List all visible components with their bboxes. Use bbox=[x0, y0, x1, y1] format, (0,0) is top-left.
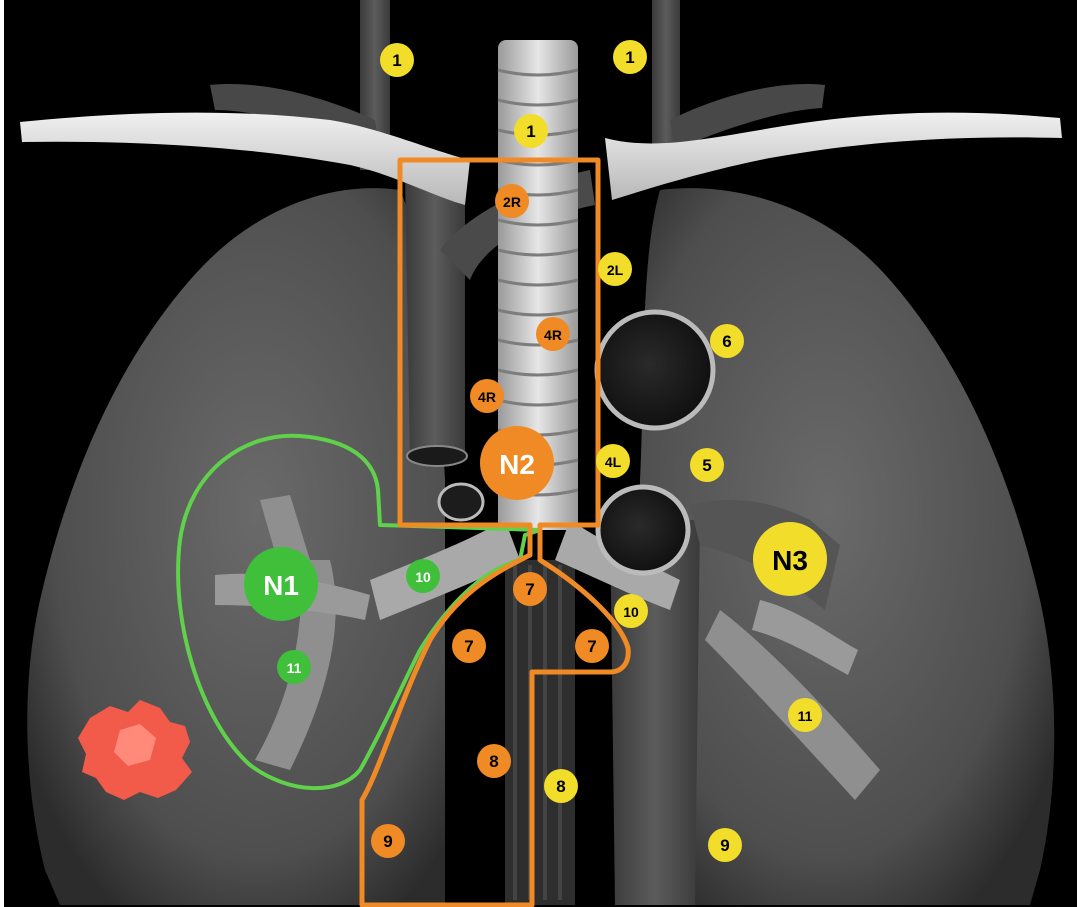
station-label: 2R bbox=[503, 194, 521, 210]
station-5-marker: 5 bbox=[690, 448, 724, 482]
n3-marker: N3 bbox=[753, 522, 827, 596]
pulmonary-trunk bbox=[598, 487, 688, 573]
vena-cava-opening bbox=[407, 446, 467, 466]
station-label: 1 bbox=[392, 51, 401, 70]
station-label: 2L bbox=[607, 262, 624, 278]
station-6-marker: 6 bbox=[710, 324, 744, 358]
station-label: 8 bbox=[556, 777, 565, 796]
station-1-marker: 1 bbox=[380, 43, 414, 77]
station-label: 4R bbox=[544, 327, 562, 343]
station-7-marker: 7 bbox=[452, 629, 486, 663]
azygos-vein bbox=[439, 484, 483, 520]
n2-label: N2 bbox=[499, 449, 535, 480]
station-label: 10 bbox=[623, 604, 639, 620]
station-label: 7 bbox=[464, 637, 473, 656]
station-label: 1 bbox=[625, 48, 634, 67]
station-2r-marker: 2R bbox=[495, 184, 529, 218]
station-11-marker: 11 bbox=[788, 698, 822, 732]
station-8-marker: 8 bbox=[477, 744, 511, 778]
superior-vena-cava bbox=[405, 175, 465, 460]
station-4l-marker: 4L bbox=[596, 444, 630, 478]
station-label: 9 bbox=[383, 832, 392, 851]
station-label: 6 bbox=[722, 332, 731, 351]
station-10-marker: 10 bbox=[406, 559, 440, 593]
station-label: 8 bbox=[489, 752, 498, 771]
station-label: 10 bbox=[415, 569, 431, 585]
station-11-marker: 11 bbox=[277, 650, 311, 684]
station-label: 11 bbox=[798, 708, 813, 724]
station-4r-marker: 4R bbox=[536, 317, 570, 351]
station-9-marker: 9 bbox=[371, 824, 405, 858]
station-label: 1 bbox=[526, 122, 535, 141]
station-label: 7 bbox=[525, 580, 534, 599]
station-7-marker: 7 bbox=[513, 572, 547, 606]
station-10-marker: 10 bbox=[614, 594, 648, 628]
station-9-marker: 9 bbox=[708, 828, 742, 862]
n1-marker: N1 bbox=[244, 547, 318, 621]
station-4r-marker: 4R bbox=[470, 379, 504, 413]
station-1-marker: 1 bbox=[514, 114, 548, 148]
station-label: 11 bbox=[287, 660, 302, 676]
station-2l-marker: 2L bbox=[598, 252, 632, 286]
station-label: 7 bbox=[587, 637, 596, 656]
station-8-marker: 8 bbox=[544, 769, 578, 803]
station-label: 5 bbox=[702, 456, 711, 475]
n1-label: N1 bbox=[263, 570, 299, 601]
n3-label: N3 bbox=[772, 545, 808, 576]
station-1-marker: 1 bbox=[613, 40, 647, 74]
n2-marker: N2 bbox=[480, 426, 554, 500]
aortic-arch bbox=[597, 312, 713, 428]
station-label: 4R bbox=[478, 389, 496, 405]
station-label: 9 bbox=[720, 836, 729, 855]
station-label: 4L bbox=[605, 454, 622, 470]
station-7-marker: 7 bbox=[575, 629, 609, 663]
